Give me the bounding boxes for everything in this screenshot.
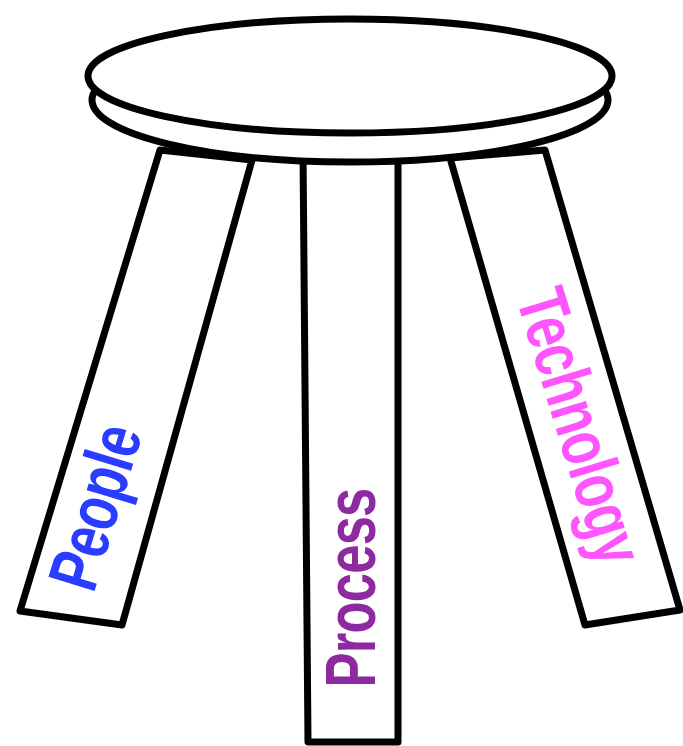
leg-shape bbox=[303, 150, 398, 742]
leg-shape bbox=[20, 150, 252, 625]
stool-leg: Technology bbox=[440, 140, 683, 635]
leg-label: Process bbox=[316, 488, 386, 687]
stool-leg: People bbox=[12, 140, 262, 635]
stool-seat bbox=[0, 0, 683, 200]
seat-top bbox=[88, 19, 612, 133]
leg-shape bbox=[450, 150, 680, 625]
stool-leg: Process bbox=[296, 140, 406, 746]
